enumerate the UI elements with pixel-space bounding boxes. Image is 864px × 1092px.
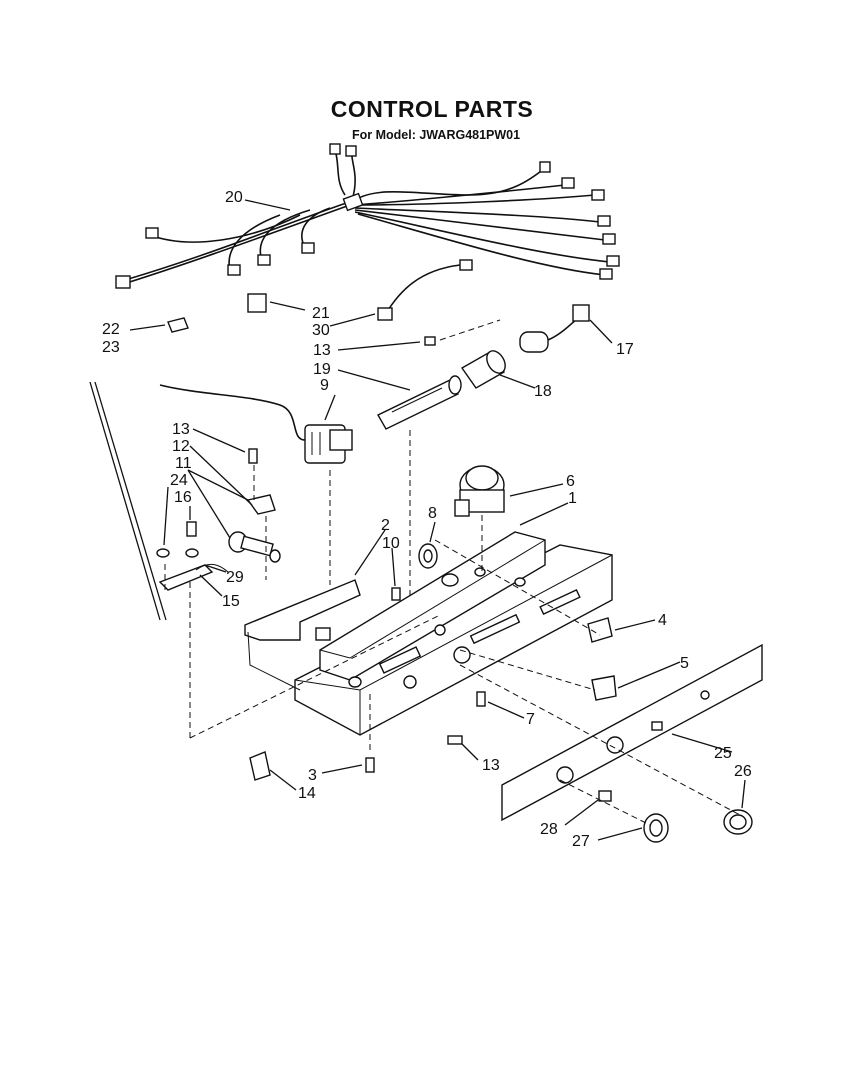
- part-28-retainer: [598, 790, 612, 802]
- callout-21: 21: [312, 305, 330, 322]
- part-18-sleeve: [460, 350, 506, 389]
- part-19-light-socket: [377, 375, 462, 430]
- callout-11: 11: [175, 455, 192, 472]
- part-7-screw: [476, 691, 486, 707]
- part-10-screw: [391, 587, 401, 601]
- part-22-bracket: [167, 317, 189, 333]
- part-8-lamp: [418, 543, 438, 569]
- callout-8: 8: [428, 505, 437, 522]
- callout-27: 27: [572, 833, 590, 850]
- part-27-knob: [643, 813, 669, 843]
- callout-19: 19: [313, 361, 331, 378]
- part-9-thermostat: [159, 384, 353, 464]
- part-6-timer: [454, 465, 505, 517]
- part-17-plug: [519, 304, 590, 353]
- wire-harness: [115, 143, 620, 289]
- part-16-screw: [186, 521, 197, 537]
- callout-10: 10: [382, 535, 400, 552]
- part-4-switch: [587, 617, 613, 643]
- callout-20: 20: [225, 189, 243, 206]
- callout-22: 22: [102, 321, 120, 338]
- callout-25: 25: [714, 745, 732, 762]
- callout-13-lower: 13: [482, 757, 500, 774]
- part-21-clip: [247, 293, 267, 313]
- callout-5: 5: [680, 655, 689, 672]
- part-14-clip: [249, 751, 271, 781]
- part-30-lead: [384, 264, 461, 316]
- part-12-clip: [246, 494, 276, 515]
- part-13-screw-bottom: [447, 735, 463, 745]
- part-29-lever: [195, 563, 229, 573]
- part-13-screw-left: [248, 448, 258, 464]
- callout-6: 6: [566, 473, 575, 490]
- callout-29: 29: [226, 569, 244, 586]
- part-25-panel: [501, 643, 763, 822]
- callout-13-upper: 13: [313, 342, 331, 359]
- part-1-control-housing: [294, 531, 613, 736]
- callout-23: 23: [102, 339, 120, 356]
- callout-26: 26: [734, 763, 752, 780]
- part-5-switch: [591, 675, 617, 701]
- part-11-shaft: [228, 531, 281, 563]
- callout-16: 16: [174, 489, 192, 506]
- part-15-link: [158, 564, 214, 591]
- diagram-title: CONTROL PARTS: [330, 96, 534, 122]
- callout-2: 2: [381, 517, 390, 534]
- callout-15: 15: [222, 593, 240, 610]
- callout-12: 12: [172, 438, 190, 455]
- part-26-knob: [723, 809, 753, 835]
- callout-1: 1: [568, 490, 577, 507]
- callout-17: 17: [616, 341, 634, 358]
- callout-18: 18: [534, 383, 552, 400]
- leader-lines: [129, 199, 746, 841]
- part-13-screw-top: [424, 336, 436, 346]
- callout-4: 4: [658, 612, 667, 629]
- diagram-subtitle: For Model: JWARG481PW01: [352, 128, 521, 142]
- callout-9: 9: [320, 377, 329, 394]
- callout-labels: 20 21 30 22 23 13 19 9 17 18 13 12 11 24…: [102, 189, 752, 850]
- callout-24: 24: [170, 472, 188, 489]
- part-2-bracket: [244, 579, 361, 691]
- assembly-lines: [164, 319, 741, 826]
- callout-30: 30: [312, 322, 330, 339]
- callout-14: 14: [298, 785, 316, 802]
- part-23-rod: [89, 381, 161, 621]
- callout-3: 3: [308, 767, 317, 784]
- part-16-washer: [185, 548, 199, 558]
- callout-7: 7: [526, 711, 535, 728]
- part-24-washer: [156, 548, 170, 558]
- callout-28: 28: [540, 821, 558, 838]
- part-3-screw: [365, 757, 375, 773]
- callout-13-left: 13: [172, 421, 190, 438]
